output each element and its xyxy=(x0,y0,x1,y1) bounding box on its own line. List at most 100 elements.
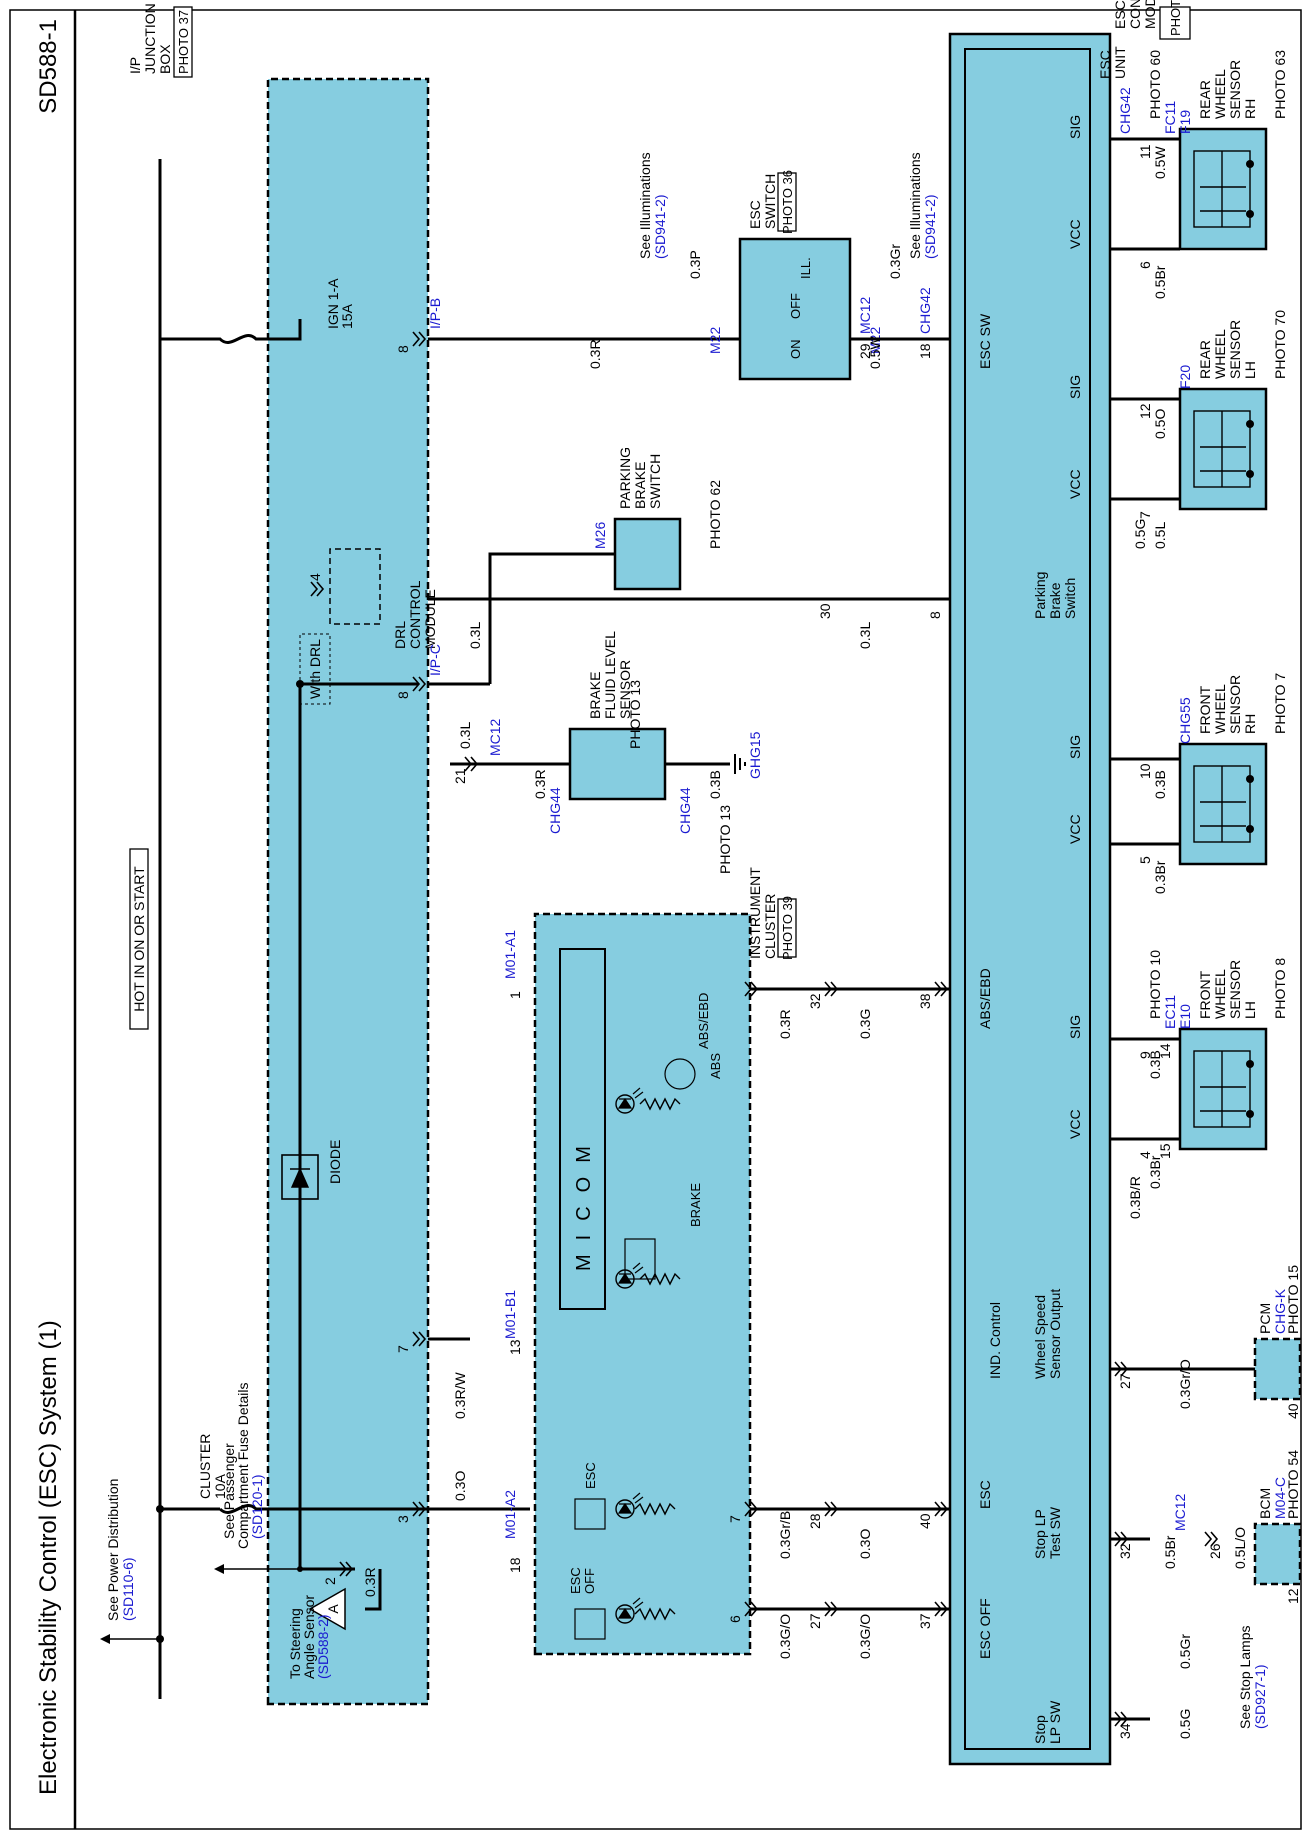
pin-3-jb: 3 xyxy=(395,1515,411,1523)
parking-brake-switch xyxy=(613,517,682,591)
illum-top-code: (SD941-2) xyxy=(652,194,668,259)
fr-label-4: RH xyxy=(1242,714,1258,734)
drl-tag-box xyxy=(299,633,331,705)
photo-15: PHOTO 15 xyxy=(1285,1265,1301,1334)
esc-off-lamp-1: ESC xyxy=(568,1567,583,1594)
micom-label: MICOM xyxy=(573,1132,595,1271)
esc-unit-label-2: UNIT xyxy=(1112,46,1128,79)
wire-03b-fl: 0.3B xyxy=(1147,1050,1163,1079)
wire-03o-2: 0.3O xyxy=(857,1529,873,1559)
brake-fluid-sensor xyxy=(568,727,667,801)
diode-icon xyxy=(290,1167,310,1188)
ign-fuse-name: IGN 1-A xyxy=(325,278,341,329)
pin-27: 27 xyxy=(1117,1373,1133,1389)
parking-label-3: SWITCH xyxy=(647,454,663,509)
ign-fuse-rating: 15A xyxy=(339,303,355,329)
esc-off-symbol-icon xyxy=(574,1608,606,1640)
wire-03b-fluid: 0.3B xyxy=(707,770,723,799)
esc-pin-esc: ESC xyxy=(977,1480,993,1509)
photo-10: PHOTO 10 xyxy=(1147,950,1163,1019)
esc-pin-stop-lp-sw-2: LP SW xyxy=(1047,1700,1063,1744)
conn-mc12-fluid: MC12 xyxy=(487,718,503,756)
pin-5-fr: 5 xyxy=(1137,856,1153,864)
wire-03o-cluster: 0.3O xyxy=(452,1471,468,1501)
conn-fc11: FC11 xyxy=(1162,101,1178,134)
conn-ipb: I/P-B xyxy=(427,298,443,329)
photo-8: PHOTO 8 xyxy=(1272,958,1288,1019)
esc-switch-photo: PHOTO 36 xyxy=(780,170,795,234)
wire-03l-1: 0.3L xyxy=(457,722,473,749)
drl-tag: With DRL xyxy=(307,639,323,699)
parking-label-2: BRAKE xyxy=(632,462,648,509)
esc-pin-stop-lp-test-1: Stop LP xyxy=(1032,1509,1048,1559)
stop-ref-text: See Stop Lamps xyxy=(1237,1625,1253,1729)
wire-05lo: 0.5L/O xyxy=(1232,1527,1248,1569)
power-ref-code: (SD110-6) xyxy=(120,1557,136,1621)
esc-switch-label-2: SWITCH xyxy=(762,174,778,229)
esc-lamp-label: ESC xyxy=(583,1462,598,1489)
rr-label-3: SENSOR xyxy=(1227,60,1243,119)
wire-03r-fluid: 0.3R xyxy=(532,769,548,799)
esc-pin-abs-ebd: ABS/EBD xyxy=(977,968,993,1029)
brake-fluid-ground-icon xyxy=(734,753,746,775)
conn-chg44-top: CHG44 xyxy=(547,787,563,834)
power-ref-arrow-icon xyxy=(100,1634,110,1644)
esc-switch-on: ON xyxy=(788,340,803,360)
cluster-label-1: INSTRUMENT xyxy=(747,867,763,959)
steer-tag: A xyxy=(325,1604,341,1614)
photo-70: PHOTO 70 xyxy=(1272,310,1288,379)
wire-05g: 0.5G xyxy=(1177,1709,1193,1739)
wire-03gr: 0.3Gr xyxy=(887,244,903,279)
drl-label-1: DRL xyxy=(392,621,408,649)
parking-label-1: PARKING xyxy=(617,447,633,509)
wire-03r-abs: 0.3R xyxy=(777,1009,793,1039)
micom-box xyxy=(559,948,606,1310)
illum-bot-code: (SD941-2) xyxy=(922,194,938,259)
wire-03br-fl: 0.3Br xyxy=(1147,1155,1163,1189)
wire-03b-fr: 0.3B xyxy=(1152,770,1168,799)
esc-pin-parking-3: Switch xyxy=(1062,578,1078,619)
pin-4-fl: 4 xyxy=(1137,1151,1153,1159)
pin-27-mid: 27 xyxy=(807,1613,823,1629)
conn-m01-a2: M01-A2 xyxy=(502,1490,518,1539)
conn-mc12-bcm: MC12 xyxy=(1172,1493,1188,1531)
esc-pin-sig-fr: SIG xyxy=(1067,735,1083,759)
esc-pin-esc-off: ESC OFF xyxy=(977,1598,993,1659)
wire-05br-1: 0.5Br xyxy=(1162,1535,1178,1569)
junction-box-label-3: BOX xyxy=(157,44,173,74)
conn-m01-a1: M01-A1 xyxy=(502,930,518,979)
wire-03l-3: 0.3L xyxy=(857,622,873,649)
esc-unit-label-1: ESC xyxy=(1097,50,1113,79)
illum-top-text: See Illuminations xyxy=(637,152,653,259)
conn-f19: F19 xyxy=(1177,110,1193,134)
esc-pin-stop-lp-sw-1: Stop xyxy=(1032,1715,1048,1744)
esc-pin-vcc-fl: VCC xyxy=(1067,1109,1083,1139)
drl-label-3: MODULE xyxy=(422,589,438,649)
cluster-label-2: CLUSTER xyxy=(762,894,778,959)
rr-label-2: WHEEL xyxy=(1212,69,1228,119)
drl-module-box xyxy=(329,548,381,625)
junction-box-label-2: JUNCTION xyxy=(142,3,158,74)
wire-03gro: 0.3Gr/O xyxy=(1177,1359,1193,1409)
pin-12-rl: 12 xyxy=(1137,403,1153,419)
power-splice-dot xyxy=(156,1635,164,1643)
pin-8-ipb: 8 xyxy=(395,345,411,353)
pin-34: 34 xyxy=(1117,1723,1133,1739)
brake-fluid-label-2: FLUID LEVEL xyxy=(602,631,618,719)
esc-pin-vcc-rl: VCC xyxy=(1067,469,1083,499)
junction-box-photo: PHOTO 37 xyxy=(176,10,191,74)
fuse-ref-code: (SD120-1) xyxy=(249,1474,265,1539)
pin-9-fl: 9 xyxy=(1137,1051,1153,1059)
junction-box-photo-box xyxy=(173,6,193,78)
esc-pin-esc-sw: ESC SW xyxy=(977,313,993,369)
wheel-sensor-rl xyxy=(1178,387,1268,511)
pin-37-unit: 37 xyxy=(917,1613,933,1629)
wire-steer: 0.3R xyxy=(362,1567,378,1597)
cluster-fuse-rating: 10A xyxy=(212,1473,228,1499)
fr-label-3: SENSOR xyxy=(1227,675,1243,734)
wire-parking-switch xyxy=(488,552,615,684)
steer-ref-text-2: Angle Sensor xyxy=(301,1595,317,1679)
fr-label-2: WHEEL xyxy=(1212,684,1228,734)
esc-switch-label-1: ESC xyxy=(747,200,763,229)
